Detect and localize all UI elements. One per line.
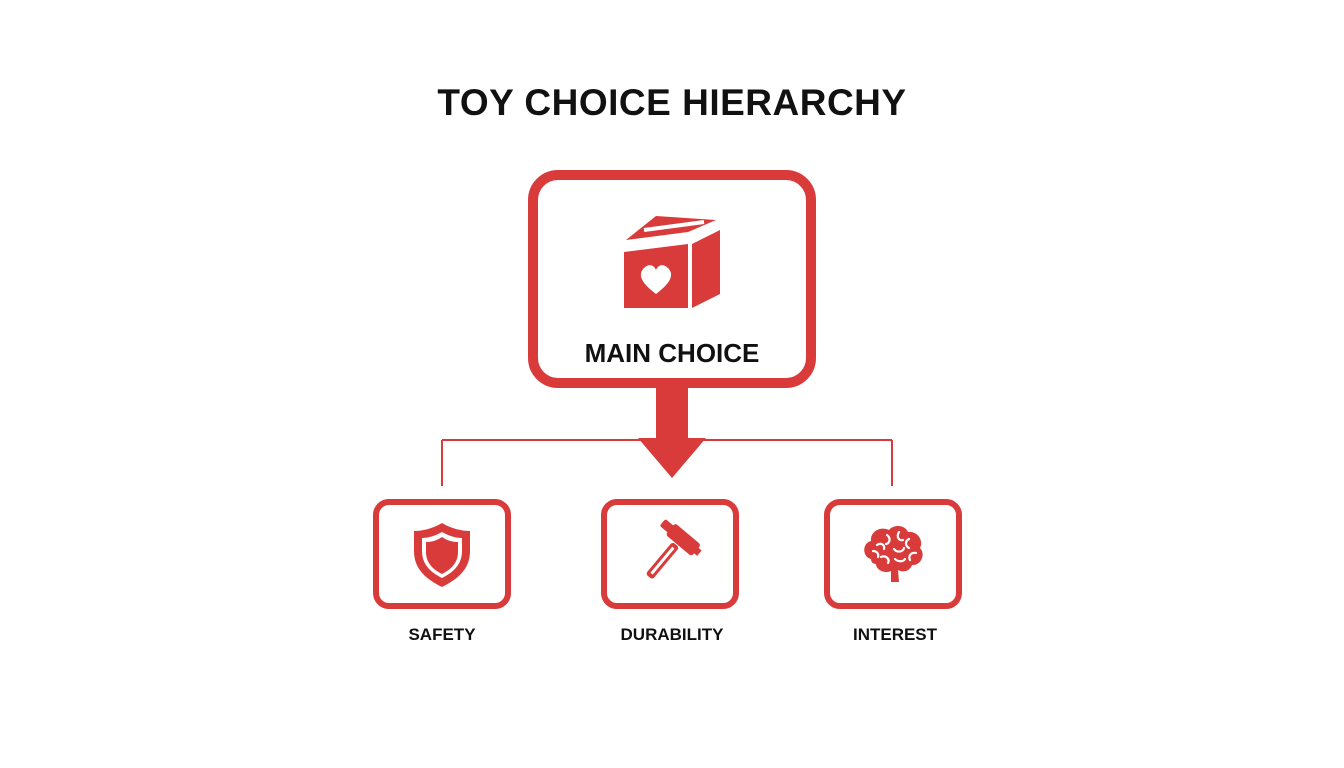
brain-icon xyxy=(864,526,923,582)
durability-label: DURABILITY xyxy=(620,625,724,644)
interest-label: INTEREST xyxy=(852,625,938,644)
main-choice-node: MAIN CHOICE xyxy=(528,170,816,388)
safety-label: SAFETY xyxy=(408,625,476,644)
toy-box-heart-icon xyxy=(624,216,720,308)
down-arrow xyxy=(638,388,706,478)
shield-icon xyxy=(414,523,470,587)
main-choice-label: MAIN CHOICE xyxy=(584,338,760,368)
hammer-icon xyxy=(646,519,702,579)
durability-node xyxy=(601,499,739,609)
safety-node xyxy=(373,499,511,609)
diagram-title: TOY CHOICE HIERARCHY xyxy=(437,82,907,123)
interest-node xyxy=(824,499,962,609)
